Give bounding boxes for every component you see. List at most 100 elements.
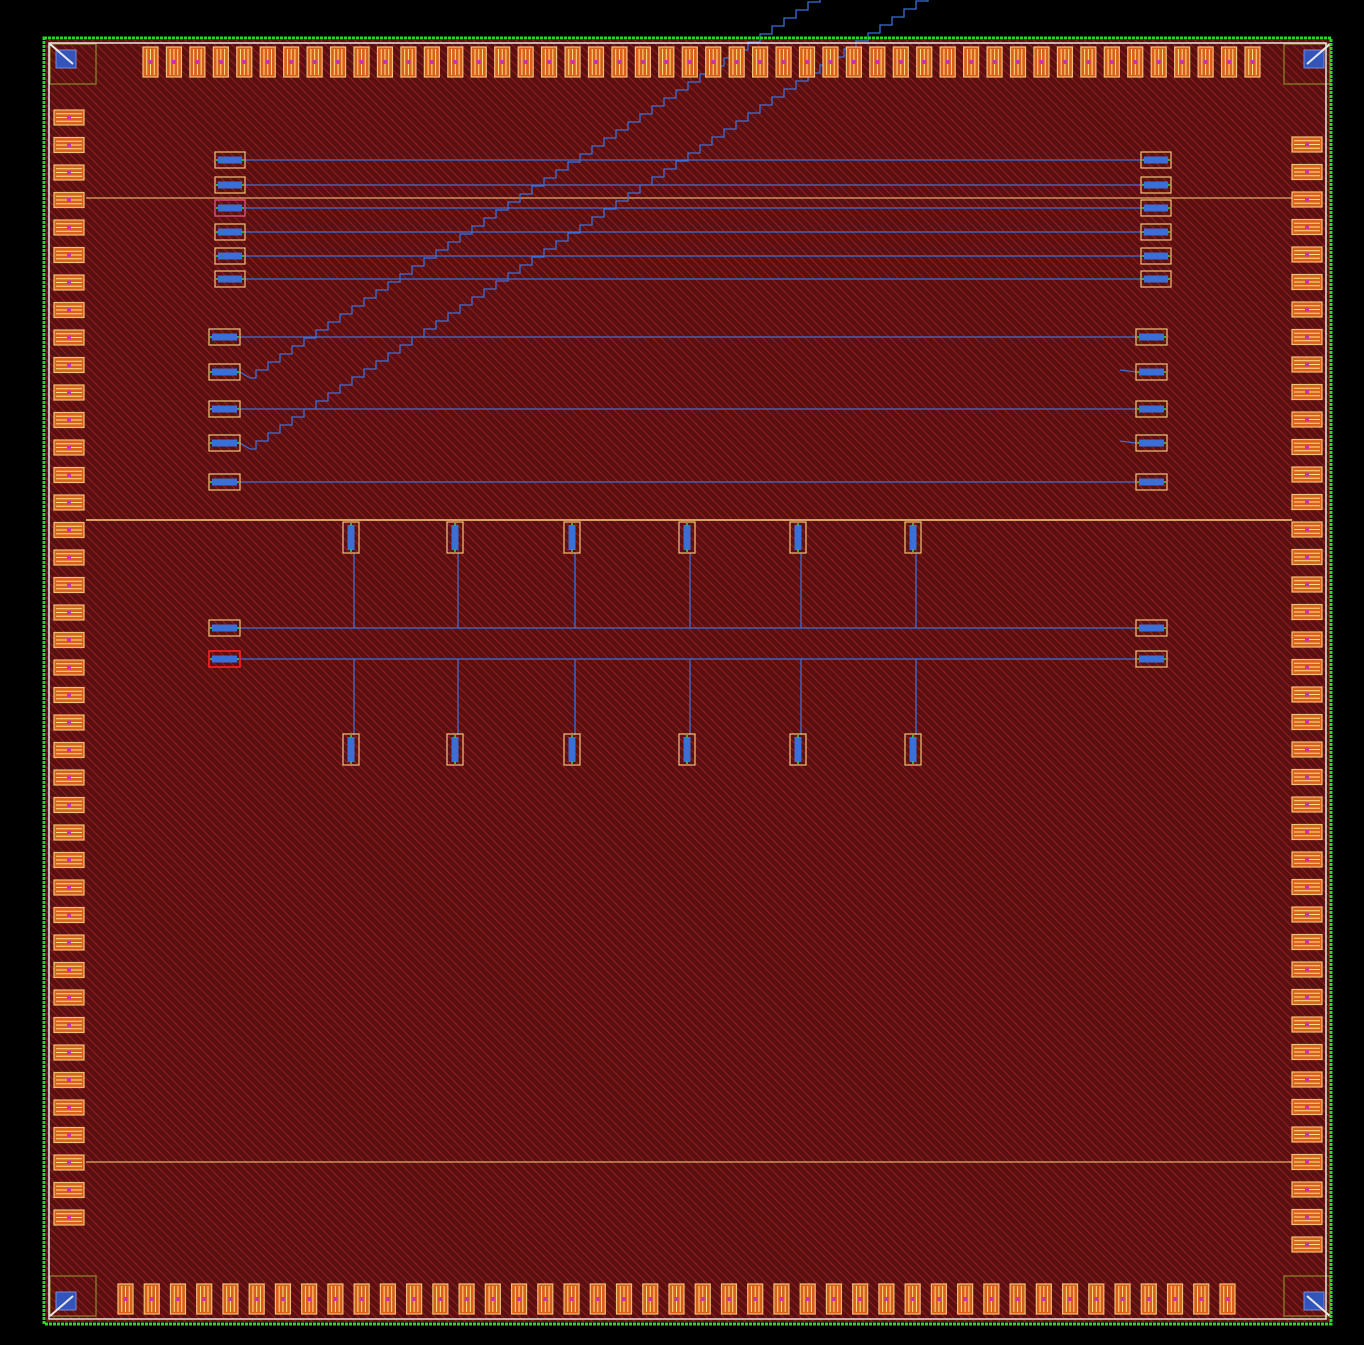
io-pad bbox=[53, 191, 85, 209]
terminal-frame bbox=[208, 400, 241, 418]
terminal-metal bbox=[347, 525, 355, 550]
terminal-frame bbox=[789, 521, 807, 554]
pad-mark bbox=[1041, 1297, 1046, 1301]
terminal-frame bbox=[1140, 247, 1172, 265]
pad-mark bbox=[1109, 60, 1114, 64]
terminal-via bbox=[1137, 408, 1139, 410]
io-pad bbox=[189, 46, 206, 78]
io-pad bbox=[752, 46, 769, 78]
io-pad bbox=[306, 46, 323, 78]
pad-mark bbox=[1305, 252, 1309, 257]
io-pad bbox=[53, 906, 85, 924]
terminal-metal bbox=[1139, 655, 1164, 663]
terminal-metal bbox=[794, 737, 802, 762]
corner-cell bbox=[49, 1275, 97, 1317]
pad-mark bbox=[67, 418, 71, 422]
pad-mark bbox=[523, 60, 528, 64]
terminal-frame bbox=[214, 223, 246, 241]
pad-mark bbox=[67, 1188, 71, 1192]
terminal-metal bbox=[909, 737, 917, 762]
terminal-frame bbox=[1135, 619, 1168, 637]
terminal-metal bbox=[347, 737, 355, 762]
io-pad bbox=[53, 301, 85, 319]
terminal-metal bbox=[218, 275, 242, 283]
io-pad bbox=[1291, 1071, 1323, 1088]
pad-mark bbox=[805, 1297, 810, 1301]
pad-mark bbox=[500, 60, 505, 64]
io-pad bbox=[53, 136, 85, 154]
terminal-via bbox=[454, 523, 456, 526]
pad-mark bbox=[1305, 362, 1309, 367]
pad-mark bbox=[67, 390, 71, 395]
terminal-frame bbox=[1135, 400, 1168, 418]
terminal bbox=[208, 619, 241, 637]
io-pad bbox=[458, 1283, 475, 1315]
io-pad bbox=[1061, 1283, 1079, 1315]
terminal bbox=[789, 733, 807, 766]
terminal bbox=[1140, 199, 1172, 217]
pad-mark bbox=[1305, 940, 1309, 944]
pad-mark bbox=[218, 60, 223, 64]
terminal-frame bbox=[678, 733, 696, 766]
pad-mark bbox=[438, 1297, 443, 1301]
io-pad bbox=[1114, 1283, 1131, 1315]
pad-mark bbox=[67, 913, 71, 917]
io-pad bbox=[165, 46, 183, 78]
pad-mark bbox=[617, 60, 622, 64]
pad-mark bbox=[1305, 582, 1309, 587]
terminal-metal bbox=[1144, 156, 1168, 164]
io-pad bbox=[642, 1283, 659, 1315]
io-pad bbox=[1291, 218, 1323, 236]
corner-frame bbox=[49, 43, 97, 85]
wire-terminals bbox=[208, 151, 1172, 766]
terminal bbox=[208, 473, 241, 491]
pad-mark bbox=[640, 60, 645, 64]
io-pad bbox=[1291, 988, 1323, 1006]
io-pad bbox=[53, 796, 85, 814]
io-pad bbox=[1291, 1016, 1323, 1033]
terminal-metal bbox=[212, 478, 237, 486]
pad-mark bbox=[1305, 170, 1309, 174]
terminal-via bbox=[350, 735, 352, 738]
pad-mark bbox=[1225, 1297, 1230, 1301]
terminal-via bbox=[1168, 278, 1170, 280]
io-pad bbox=[1291, 906, 1323, 923]
pad-mark bbox=[989, 1297, 994, 1301]
terminal-via bbox=[1168, 207, 1170, 209]
io-pad bbox=[53, 1209, 85, 1226]
io-pad bbox=[747, 1283, 764, 1315]
io-pad bbox=[1291, 1043, 1323, 1061]
io-pad bbox=[142, 46, 159, 78]
io-pad bbox=[53, 659, 85, 676]
pad-mark bbox=[1305, 1105, 1309, 1109]
pad-mark bbox=[67, 473, 71, 477]
pad-mark bbox=[67, 1133, 71, 1137]
terminal-metal bbox=[218, 181, 242, 189]
pad-mark bbox=[280, 1297, 285, 1301]
terminal-via bbox=[210, 408, 212, 410]
pad-mark bbox=[992, 60, 997, 64]
terminal-frame bbox=[1135, 650, 1168, 668]
pad-mark bbox=[175, 1297, 180, 1301]
pad-mark bbox=[1146, 1297, 1151, 1301]
pad-mark bbox=[67, 720, 71, 725]
io-pad bbox=[376, 46, 394, 78]
pad-mark bbox=[67, 830, 71, 835]
io-pad bbox=[53, 1099, 85, 1116]
io-pad bbox=[1009, 46, 1027, 78]
pad-mark bbox=[67, 308, 71, 312]
io-pad bbox=[799, 1283, 816, 1315]
io-pad bbox=[53, 1154, 85, 1171]
terminal-via bbox=[1164, 627, 1166, 629]
terminal-via bbox=[350, 549, 352, 552]
terminal-frame bbox=[214, 151, 246, 169]
terminal-via bbox=[454, 549, 456, 552]
terminal-metal bbox=[1139, 333, 1164, 341]
io-pad bbox=[1291, 328, 1323, 346]
terminal-frame bbox=[1135, 473, 1168, 491]
terminal-via bbox=[1168, 184, 1170, 186]
terminal-via bbox=[1142, 231, 1144, 233]
pad-mark bbox=[1305, 995, 1309, 999]
pad-mark bbox=[622, 1297, 627, 1301]
pad-mark bbox=[1305, 472, 1309, 477]
